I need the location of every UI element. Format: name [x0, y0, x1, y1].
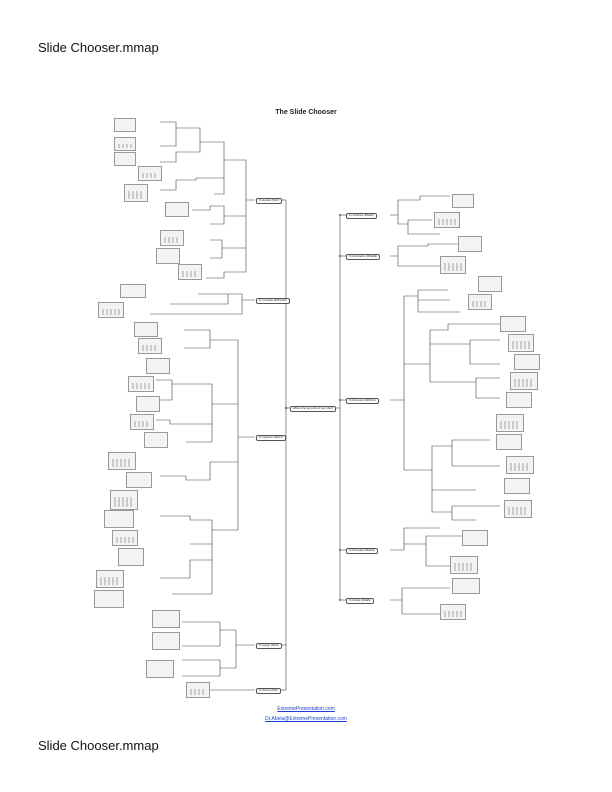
slide-thumbnail	[108, 452, 136, 470]
slide-thumbnail	[146, 660, 174, 678]
slide-thumbnail	[138, 166, 162, 181]
slide-thumbnail	[104, 510, 134, 528]
slide-thumbnail	[146, 358, 170, 374]
slide-thumbnail	[126, 472, 152, 488]
slide-thumbnail	[152, 632, 180, 650]
left-branch-node: To Show (HOW)	[256, 688, 281, 694]
slide-thumbnail	[496, 414, 524, 432]
slide-thumbnail	[160, 230, 184, 246]
slide-thumbnail	[120, 284, 146, 298]
slide-thumbnail	[114, 118, 136, 132]
slide-thumbnail	[136, 396, 160, 412]
slide-thumbnail	[500, 316, 526, 332]
slide-thumbnail	[94, 590, 124, 608]
slide-thumbnail	[504, 500, 532, 518]
slide-thumbnail	[124, 184, 148, 202]
right-branch-node: To Emphasize (WHERE)	[346, 254, 381, 260]
slide-thumbnail	[440, 256, 466, 274]
slide-thumbnail	[98, 302, 124, 318]
slide-thumbnail	[112, 530, 138, 546]
diagram-title: The Slide Chooser	[275, 109, 337, 116]
slide-thumbnail	[118, 548, 144, 566]
left-branch-node: To Assign (WHO)	[256, 643, 282, 649]
slide-thumbnail	[178, 264, 202, 280]
slide-thumbnail	[165, 202, 189, 217]
right-branch-node: To Document (WHICH)	[346, 398, 379, 404]
slide-thumbnail	[440, 604, 466, 620]
slide-thumbnail	[504, 478, 530, 494]
slide-thumbnail	[496, 434, 522, 450]
left-branch-node: To Compare (EXPLAIN)	[256, 298, 290, 304]
slide-thumbnail	[510, 372, 538, 390]
slide-thumbnail	[434, 212, 460, 228]
document-header: Slide Chooser.mmap	[38, 40, 159, 55]
document-footer: Slide Chooser.mmap	[38, 738, 159, 753]
slide-thumbnail	[114, 137, 136, 151]
slide-thumbnail	[450, 556, 478, 574]
slide-thumbnail	[138, 338, 162, 354]
slide-thumbnail	[96, 570, 124, 588]
slide-thumbnail	[452, 194, 474, 208]
email-link[interactable]: Dr.Abela@ExtremePresentation.com	[265, 716, 347, 722]
website-link[interactable]: ExtremePresentation.com	[277, 706, 335, 712]
slide-thumbnail	[452, 578, 480, 594]
slide-thumbnail	[110, 490, 138, 510]
slide-thumbnail	[506, 456, 534, 474]
slide-thumbnail	[458, 236, 482, 252]
slide-thumbnail	[508, 334, 534, 352]
slide-thumbnail	[128, 376, 154, 392]
right-branch-node: To Persuade (WHICH)	[346, 548, 378, 554]
slide-thumbnail	[134, 322, 158, 337]
slide-thumbnail	[144, 432, 168, 448]
slide-thumbnail	[468, 294, 492, 310]
left-branch-node: To Organize (WHAT)	[256, 435, 286, 441]
slide-thumbnail	[462, 530, 488, 546]
slide-thumbnail	[130, 414, 154, 430]
slide-thumbnail	[514, 354, 540, 370]
slide-thumbnail	[506, 392, 532, 408]
right-branch-node: To Introduce (WHEN)	[346, 213, 377, 219]
root-node: What is the key point of your slide?	[290, 406, 337, 412]
slide-thumbnail	[186, 682, 210, 698]
slide-thumbnail	[478, 276, 502, 292]
slide-thumbnail	[152, 610, 180, 628]
slide-thumbnail	[114, 152, 136, 166]
left-branch-node: To Explain (WHY)	[256, 198, 283, 204]
right-branch-node: To Decide (WHEN)	[346, 598, 374, 604]
slide-thumbnail	[156, 248, 180, 264]
